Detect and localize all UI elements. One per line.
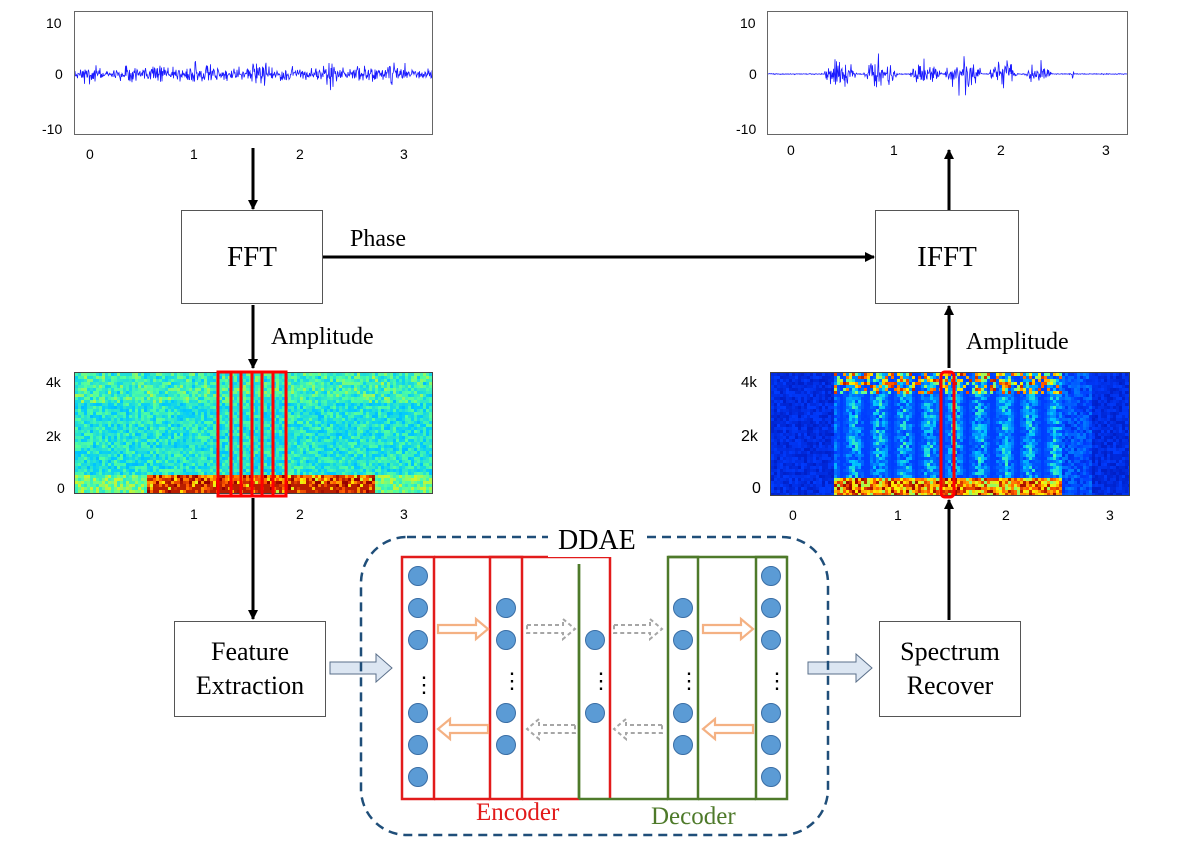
orange-arrow-forward-2 [701, 616, 755, 642]
neuron [496, 735, 516, 755]
spectrum-recover-box: Spectrum Recover [879, 621, 1021, 717]
gray-arrow-forward-2 [613, 616, 664, 642]
spec-left-ytick-4k: 4k [46, 374, 61, 390]
feature-extraction-box: Feature Extraction [174, 621, 326, 717]
enhanced-spectrogram [770, 372, 1130, 496]
spec-left-xtick-2: 2 [296, 506, 304, 522]
gray-arrow-forward-1 [526, 616, 577, 642]
spec-right-xtick-3: 3 [1106, 507, 1114, 523]
wave-left-xtick-1: 1 [190, 146, 198, 162]
spec-left-ytick-2k: 2k [46, 428, 61, 444]
noisy-waveform-trace [75, 61, 432, 91]
spec-left-xtick-1: 1 [190, 506, 198, 522]
neuron [673, 598, 693, 618]
enhanced-waveform-trace [768, 53, 1127, 96]
phase-label: Phase [350, 226, 406, 252]
neuron [585, 630, 605, 650]
encoder-label: Encoder [476, 799, 560, 826]
gray-arrow-backward-1 [525, 716, 576, 742]
single-frame-outline [939, 370, 956, 499]
noisy-spectrogram-image [75, 373, 432, 493]
neuron [408, 767, 428, 787]
single-frame-highlight [939, 370, 956, 499]
neuron [761, 598, 781, 618]
neuron [408, 598, 428, 618]
neuron [496, 630, 516, 650]
wave-left-ytick-neg10: -10 [42, 121, 63, 137]
wave-right-xtick-3: 3 [1102, 142, 1110, 158]
neuron [761, 735, 781, 755]
neurons [408, 566, 781, 787]
neuron [408, 630, 428, 650]
spec-right-ytick-2k: 2k [741, 428, 758, 445]
decoder-hidden-layer [666, 555, 700, 801]
neuron [761, 630, 781, 650]
spec-right-xtick-2: 2 [1002, 507, 1010, 523]
ellipsis: ⋮ [413, 672, 435, 697]
spec-right-xtick-1: 1 [894, 507, 902, 523]
ellipsis: ⋮ [501, 668, 523, 693]
neuron [673, 630, 693, 650]
neuron [408, 735, 428, 755]
decoder-label: Decoder [651, 803, 736, 830]
frame-window-highlight [216, 370, 288, 498]
amplitude-label-right: Amplitude [966, 329, 1069, 355]
wave-right-xtick-1: 1 [890, 142, 898, 158]
neuron [761, 767, 781, 787]
wave-left-xtick-2: 2 [296, 146, 304, 162]
orange-arrow-backward-2 [701, 716, 755, 742]
spec-right-ytick-4k: 4k [741, 374, 757, 391]
wave-left-ytick-10: 10 [46, 15, 62, 31]
spec-left-xtick-0: 0 [86, 506, 94, 522]
neuron [496, 703, 516, 723]
neuron [585, 703, 605, 723]
neuron [761, 566, 781, 586]
ellipsis: ⋮ [590, 668, 612, 693]
block-arrow-out-of-ddae [807, 652, 873, 684]
wave-right-ytick-neg10: -10 [736, 121, 757, 137]
spec-left-ytick-0: 0 [57, 480, 65, 496]
neuron [673, 703, 693, 723]
gray-arrow-backward-2 [612, 716, 663, 742]
orange-arrow-backward-1 [436, 716, 490, 742]
neuron [408, 566, 428, 586]
orange-arrow-forward-1 [436, 616, 490, 642]
ifft-box: IFFT [875, 210, 1019, 304]
wave-right-xtick-0: 0 [787, 142, 795, 158]
noisy-waveform-plot [74, 11, 433, 135]
spec-left-xtick-3: 3 [400, 506, 408, 522]
wave-right-ytick-10: 10 [740, 15, 756, 31]
encoder-input-layer [400, 555, 436, 801]
neuron [673, 735, 693, 755]
encoder-hidden-layer [488, 555, 524, 801]
wave-left-xtick-3: 3 [400, 146, 408, 162]
spec-right-ytick-0: 0 [752, 480, 761, 497]
neuron [761, 703, 781, 723]
decoder-output-layer [754, 555, 789, 801]
enhanced-waveform-plot [767, 11, 1128, 135]
amplitude-label-left: Amplitude [271, 324, 374, 350]
neuron [496, 598, 516, 618]
wave-right-ytick-0: 0 [749, 66, 757, 82]
ellipsis: ⋮ [678, 668, 700, 693]
wave-left-xtick-0: 0 [86, 146, 94, 162]
ddae-title: DDAE [548, 525, 646, 557]
enhanced-spectrogram-image [771, 373, 1129, 495]
spec-right-xtick-0: 0 [789, 507, 797, 523]
neuron [408, 703, 428, 723]
fft-box: FFT [181, 210, 323, 304]
wave-left-ytick-0: 0 [55, 66, 63, 82]
ellipsis: ⋮ [766, 668, 788, 693]
wave-right-xtick-2: 2 [997, 142, 1005, 158]
